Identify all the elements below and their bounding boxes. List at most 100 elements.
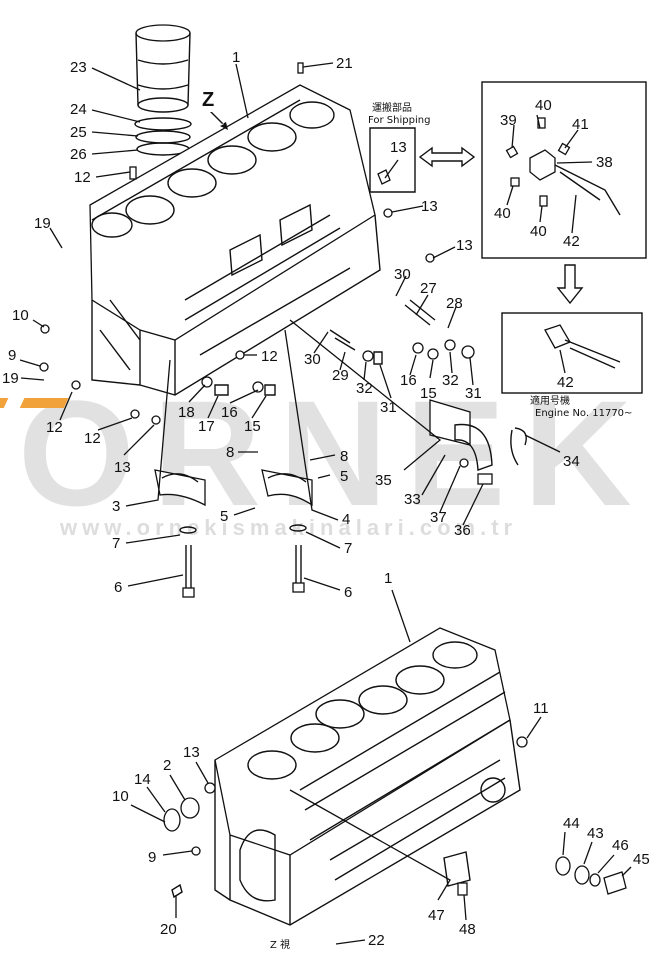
callout-47: 47 <box>428 907 445 924</box>
callout-5a: 5 <box>340 468 348 485</box>
callout-35: 35 <box>375 472 392 489</box>
callout-3: 3 <box>112 498 120 515</box>
view-caption: Z 視 <box>270 938 290 951</box>
callout-45: 45 <box>633 851 650 868</box>
callout-21: 21 <box>336 55 353 72</box>
callout-29: 29 <box>332 367 349 384</box>
callout-46: 46 <box>612 837 629 854</box>
callout-40a: 40 <box>535 97 552 114</box>
callouts-top: 1 21 23 24 25 26 12 19 10 9 19 12 12 13 … <box>2 49 613 601</box>
callout-13-bottom: 13 <box>183 744 200 761</box>
callout-8a: 8 <box>226 444 234 461</box>
callout-4: 4 <box>342 511 350 528</box>
callout-18: 18 <box>178 404 195 421</box>
callout-23: 23 <box>70 59 87 76</box>
sensor-inset-new: 適用号機 Engine No. 11770~ <box>501 312 643 419</box>
callout-10: 10 <box>12 307 29 324</box>
callout-44: 44 <box>563 815 580 832</box>
main-bearing-cap-3 <box>154 469 206 507</box>
callout-2: 2 <box>163 757 171 774</box>
callout-41: 41 <box>572 116 589 133</box>
callout-15b: 15 <box>244 418 261 435</box>
shipping-note-jp: 運搬部品 <box>372 101 412 114</box>
callout-40c: 40 <box>530 223 547 240</box>
callout-33: 33 <box>404 491 421 508</box>
view-z-arrow-icon: Z <box>202 89 228 130</box>
leader-lines-top <box>19 62 593 591</box>
callout-32a: 32 <box>442 372 459 389</box>
watermark-brand: ORNEK <box>18 369 650 537</box>
main-bearing-cap-4 <box>261 469 313 507</box>
callout-27: 27 <box>420 280 437 297</box>
callout-13a: 13 <box>114 459 131 476</box>
callout-12c: 12 <box>84 430 101 447</box>
leader-lines-bottom <box>130 589 632 945</box>
callout-38: 38 <box>596 154 613 171</box>
watermark-url: www.ornekismakinalari.com.tr <box>59 515 517 540</box>
engine-note-en: Engine No. 11770~ <box>535 408 632 419</box>
callout-8b: 8 <box>340 448 348 465</box>
sensor-inset <box>481 81 647 259</box>
shipping-inset: 運搬部品 For Shipping <box>368 101 430 193</box>
down-arrow-icon <box>556 264 584 305</box>
callout-9-bottom: 9 <box>148 849 156 866</box>
engine-note-jp: 適用号機 <box>530 394 570 407</box>
callout-7a: 7 <box>112 535 120 552</box>
double-arrow-icon <box>418 146 476 168</box>
callout-43: 43 <box>587 825 604 842</box>
watermark-accent-bar <box>0 398 9 408</box>
callout-22: 22 <box>368 932 385 949</box>
cylinder-block-bottom <box>214 627 521 926</box>
cylinder-liner <box>135 24 191 113</box>
callout-9: 9 <box>8 347 16 364</box>
seal-rings <box>134 117 192 156</box>
callout-28: 28 <box>446 295 463 312</box>
callout-19: 19 <box>34 215 51 232</box>
callout-48: 48 <box>459 921 476 938</box>
callout-40b: 40 <box>494 205 511 222</box>
callout-16b: 16 <box>221 404 238 421</box>
callout-14: 14 <box>134 771 151 788</box>
callout-37: 37 <box>430 509 447 526</box>
callout-17: 17 <box>198 418 215 435</box>
callout-34: 34 <box>563 453 580 470</box>
callout-24: 24 <box>70 101 87 118</box>
callout-16a: 16 <box>400 372 417 389</box>
callout-42a: 42 <box>563 233 580 250</box>
callout-10-bottom: 10 <box>112 788 129 805</box>
callout-20: 20 <box>160 921 177 938</box>
callout-1-bottom: 1 <box>384 570 392 587</box>
bearing-cap-bolts <box>179 524 307 598</box>
callout-12b: 12 <box>46 419 63 436</box>
shipping-note-en: For Shipping <box>368 115 430 126</box>
callout-6b: 6 <box>344 584 352 601</box>
callout-42b: 42 <box>557 374 574 391</box>
callouts-bottom: 1 11 13 14 2 10 9 20 22 44 43 46 45 47 4… <box>112 570 650 951</box>
callout-11: 11 <box>533 700 549 717</box>
callout-13c: 13 <box>421 198 438 215</box>
callout-12d: 12 <box>261 348 278 365</box>
callout-30b: 30 <box>304 351 321 368</box>
callout-12a: 12 <box>74 169 91 186</box>
callout-7b: 7 <box>344 540 352 557</box>
callout-1-top: 1 <box>232 49 240 66</box>
callout-39: 39 <box>500 112 517 129</box>
cylinder-block-top <box>89 84 381 396</box>
callout-26: 26 <box>70 146 87 163</box>
water-outlet-elbow <box>429 399 527 485</box>
callout-15a: 15 <box>420 385 437 402</box>
callout-13b: 13 <box>390 139 407 156</box>
callout-30a: 30 <box>394 266 411 283</box>
callout-13d: 13 <box>456 237 473 254</box>
callout-32b: 32 <box>356 380 373 397</box>
callout-19b: 19 <box>2 370 19 387</box>
callout-31a: 31 <box>465 385 482 402</box>
view-letter: Z <box>202 89 214 111</box>
callout-6a: 6 <box>114 579 122 596</box>
callout-5b: 5 <box>220 508 228 525</box>
callout-36: 36 <box>454 522 471 539</box>
watermark-accent-bar-2 <box>19 398 69 408</box>
watermark: ORNEK www.ornekismakinalari.com.tr <box>0 369 650 540</box>
callout-25: 25 <box>70 124 87 141</box>
